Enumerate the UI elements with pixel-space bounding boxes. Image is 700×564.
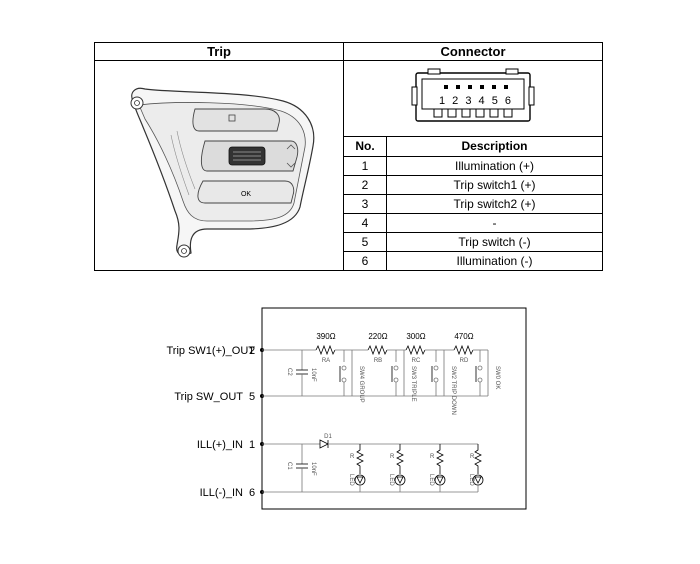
connector-cell: 1 2 3 4 5 6 (343, 60, 603, 137)
ok-button[interactable] (197, 180, 295, 204)
col-description: Description (386, 135, 603, 158)
led-resistor-label: R (350, 454, 355, 460)
switch-network (262, 344, 489, 397)
cap-c2-value: 10nF (310, 368, 316, 382)
cap-c1-ref: C1 (286, 462, 292, 470)
led-label: LED (348, 474, 354, 486)
cap-c1-value: 10nF (310, 462, 316, 476)
chevron-down-icon (286, 162, 296, 168)
switch-label-sw3: SW3 TRIPLE (410, 366, 416, 402)
led-label: LED (468, 474, 474, 486)
resistor-rd-ref: RD (460, 358, 469, 364)
col-no: No. (343, 135, 387, 158)
header-trip: Trip (94, 42, 344, 61)
header-connector: Connector (343, 42, 603, 61)
switch-label-sw4: SW4 GROUP (358, 366, 364, 403)
resistor-rc-value: 300Ω (406, 332, 425, 341)
trip-switch-cell: OK (94, 60, 344, 271)
circuit-frame (261, 307, 527, 510)
pin-num-2: 2 (249, 345, 255, 357)
pin-num-6: 6 (249, 487, 255, 499)
ok-label: OK (241, 191, 251, 198)
led-label: LED (388, 474, 394, 486)
resistor-rb-value: 220Ω (368, 332, 387, 341)
chevron-up-icon (286, 144, 296, 150)
table-row: 3 Trip switch2 (+) (95, 194, 603, 214)
led-label: LED (428, 474, 434, 486)
table-row: 6 Illumination (-) (95, 250, 603, 272)
led-network (262, 439, 478, 493)
led-branch (394, 444, 406, 492)
resistor-ra-ref: RA (322, 358, 330, 364)
circuit-diagram: Trip SW1(+)_OUT 2 Trip SW_OUT 5 ILL(+)_I… (166, 307, 527, 510)
switch-label-sw0: SW0 OK (494, 366, 500, 389)
list-icon (228, 114, 236, 122)
led-resistor-label: R (390, 454, 395, 460)
table-row: 2 Trip switch1 (+) (95, 175, 603, 196)
led-branch (354, 444, 366, 492)
cap-c2-ref: C2 (286, 368, 292, 376)
led-resistor-label: R (430, 454, 435, 460)
pin-num-5: 5 (249, 391, 255, 403)
pin-num-1: 1 (249, 439, 255, 451)
diode-d1-ref: D1 (324, 434, 332, 440)
resistor-rd-value: 470Ω (454, 332, 473, 341)
pin-label-trip-sw1: Trip SW1(+)_OUT (166, 345, 255, 357)
led-resistor-label: R (470, 454, 475, 460)
led-branch (434, 444, 446, 492)
pin-label-ill-plus: ILL(+)_IN (197, 439, 243, 451)
connector-illustration: 1 2 3 4 5 6 (411, 68, 535, 122)
pin-label-trip-sw-out: Trip SW_OUT (174, 391, 243, 403)
resistor-ra-value: 390Ω (316, 332, 335, 341)
connector-pin-numbers: 1 2 3 4 5 6 (439, 95, 513, 107)
switch-label-sw2: SW2 TRIP DOWN (450, 366, 456, 415)
pin-label-ill-minus: ILL(-)_IN (200, 487, 243, 499)
resistor-rb-ref: RB (374, 358, 382, 364)
steering-switch-illustration: OK (130, 87, 315, 258)
resistor-rc-ref: RC (412, 358, 421, 364)
led-branch (472, 444, 484, 492)
spec-table: Trip Connector (94, 42, 603, 272)
